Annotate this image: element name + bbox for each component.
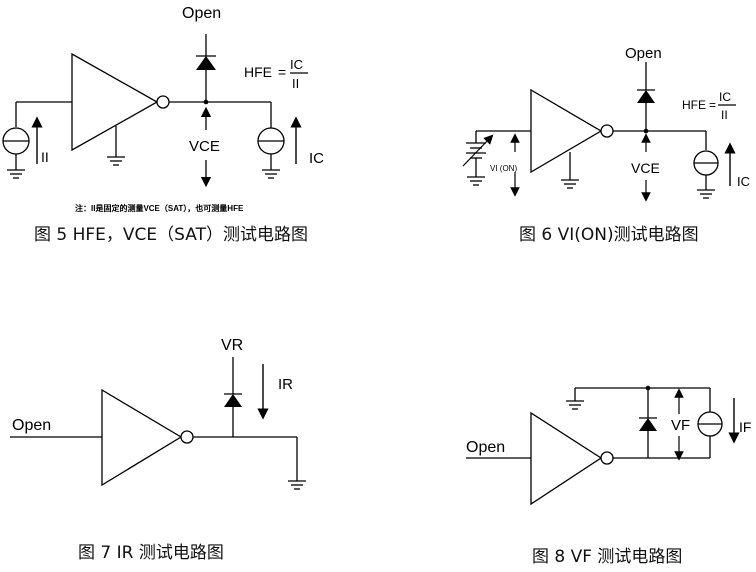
fig7-ground [288,480,306,490]
fig6-eq-sign: = [709,98,716,112]
fig5-hfe-denominator: II [292,76,299,91]
fig5-ground-mid [107,156,125,166]
fig7-circuit [10,357,306,490]
fig8-ground [566,400,584,410]
fig5-output-current-source [257,127,285,155]
fig5-circuit [2,34,308,188]
fig6-hfe-denominator: II [721,108,728,122]
fig6-ic-label: IC [737,174,750,189]
fig6-ground-right [697,189,715,199]
fig6-open-label: Open [625,45,662,62]
fig5-hfe-label: HFE [244,64,272,80]
fig6-vce-label: VCE [631,160,660,176]
fig7-buffer-triangle [101,388,183,487]
fig5-note: 注：II是固定的测量VCE（SAT），也可测量HFE [75,203,244,213]
fig6-ground-mid [561,179,579,189]
fig5-ii-label: II [41,149,49,165]
fig7-caption: 图 7 IR 测试电路图 [78,543,224,563]
fig8-diode [639,417,657,431]
fig7-ir-label: IR [278,376,293,393]
fig6-ground-left [467,176,485,186]
fig5-ground-left [7,169,25,179]
fig7-open-label: Open [12,417,51,434]
fig5-ground-right [262,169,280,179]
fig8-buffer-triangle [530,411,603,506]
fig8-if-label: IF [739,419,751,435]
fig7-diode [224,393,242,407]
fig5-hfe-numerator: IC [290,57,303,72]
fig5-input-current-source [2,127,30,155]
fig7-inverter-bubble [180,430,194,444]
fig7-vr-label: VR [221,337,243,354]
fig8-circuit [466,385,740,506]
fig8-inverter-bubble [600,451,614,465]
fig6-diode [637,89,655,103]
fig5-open-label: Open [182,5,221,22]
fig5-buffer-triangle [71,52,159,152]
fig5-vce-label: VCE [189,138,220,155]
fig5-diode [196,55,216,70]
fig6-hfe-numerator: IC [719,90,731,104]
fig6-caption: 图 6 VI(ON)测试电路图 [519,225,699,245]
fig6-circuit [462,62,736,202]
fig6-output-current-source [693,150,719,176]
fig8-current-source [697,411,723,437]
fig5-inverter-bubble [156,95,170,109]
fig8-vf-label: VF [671,417,690,434]
fig6-hfe-label: HFE [682,98,706,112]
fig5-eq-sign: = [278,64,286,80]
fig5-caption: 图 5 HFE，VCE（SAT）测试电路图 [34,225,308,245]
fig6-inverter-bubble [600,124,614,138]
fig8-open-label: Open [466,439,505,456]
fig6-vion-label: VI (ON) [490,164,517,173]
fig8-caption: 图 8 VF 测试电路图 [532,547,682,567]
fig6-buffer-triangle [530,88,603,174]
fig5-ic-label: IC [309,150,324,167]
